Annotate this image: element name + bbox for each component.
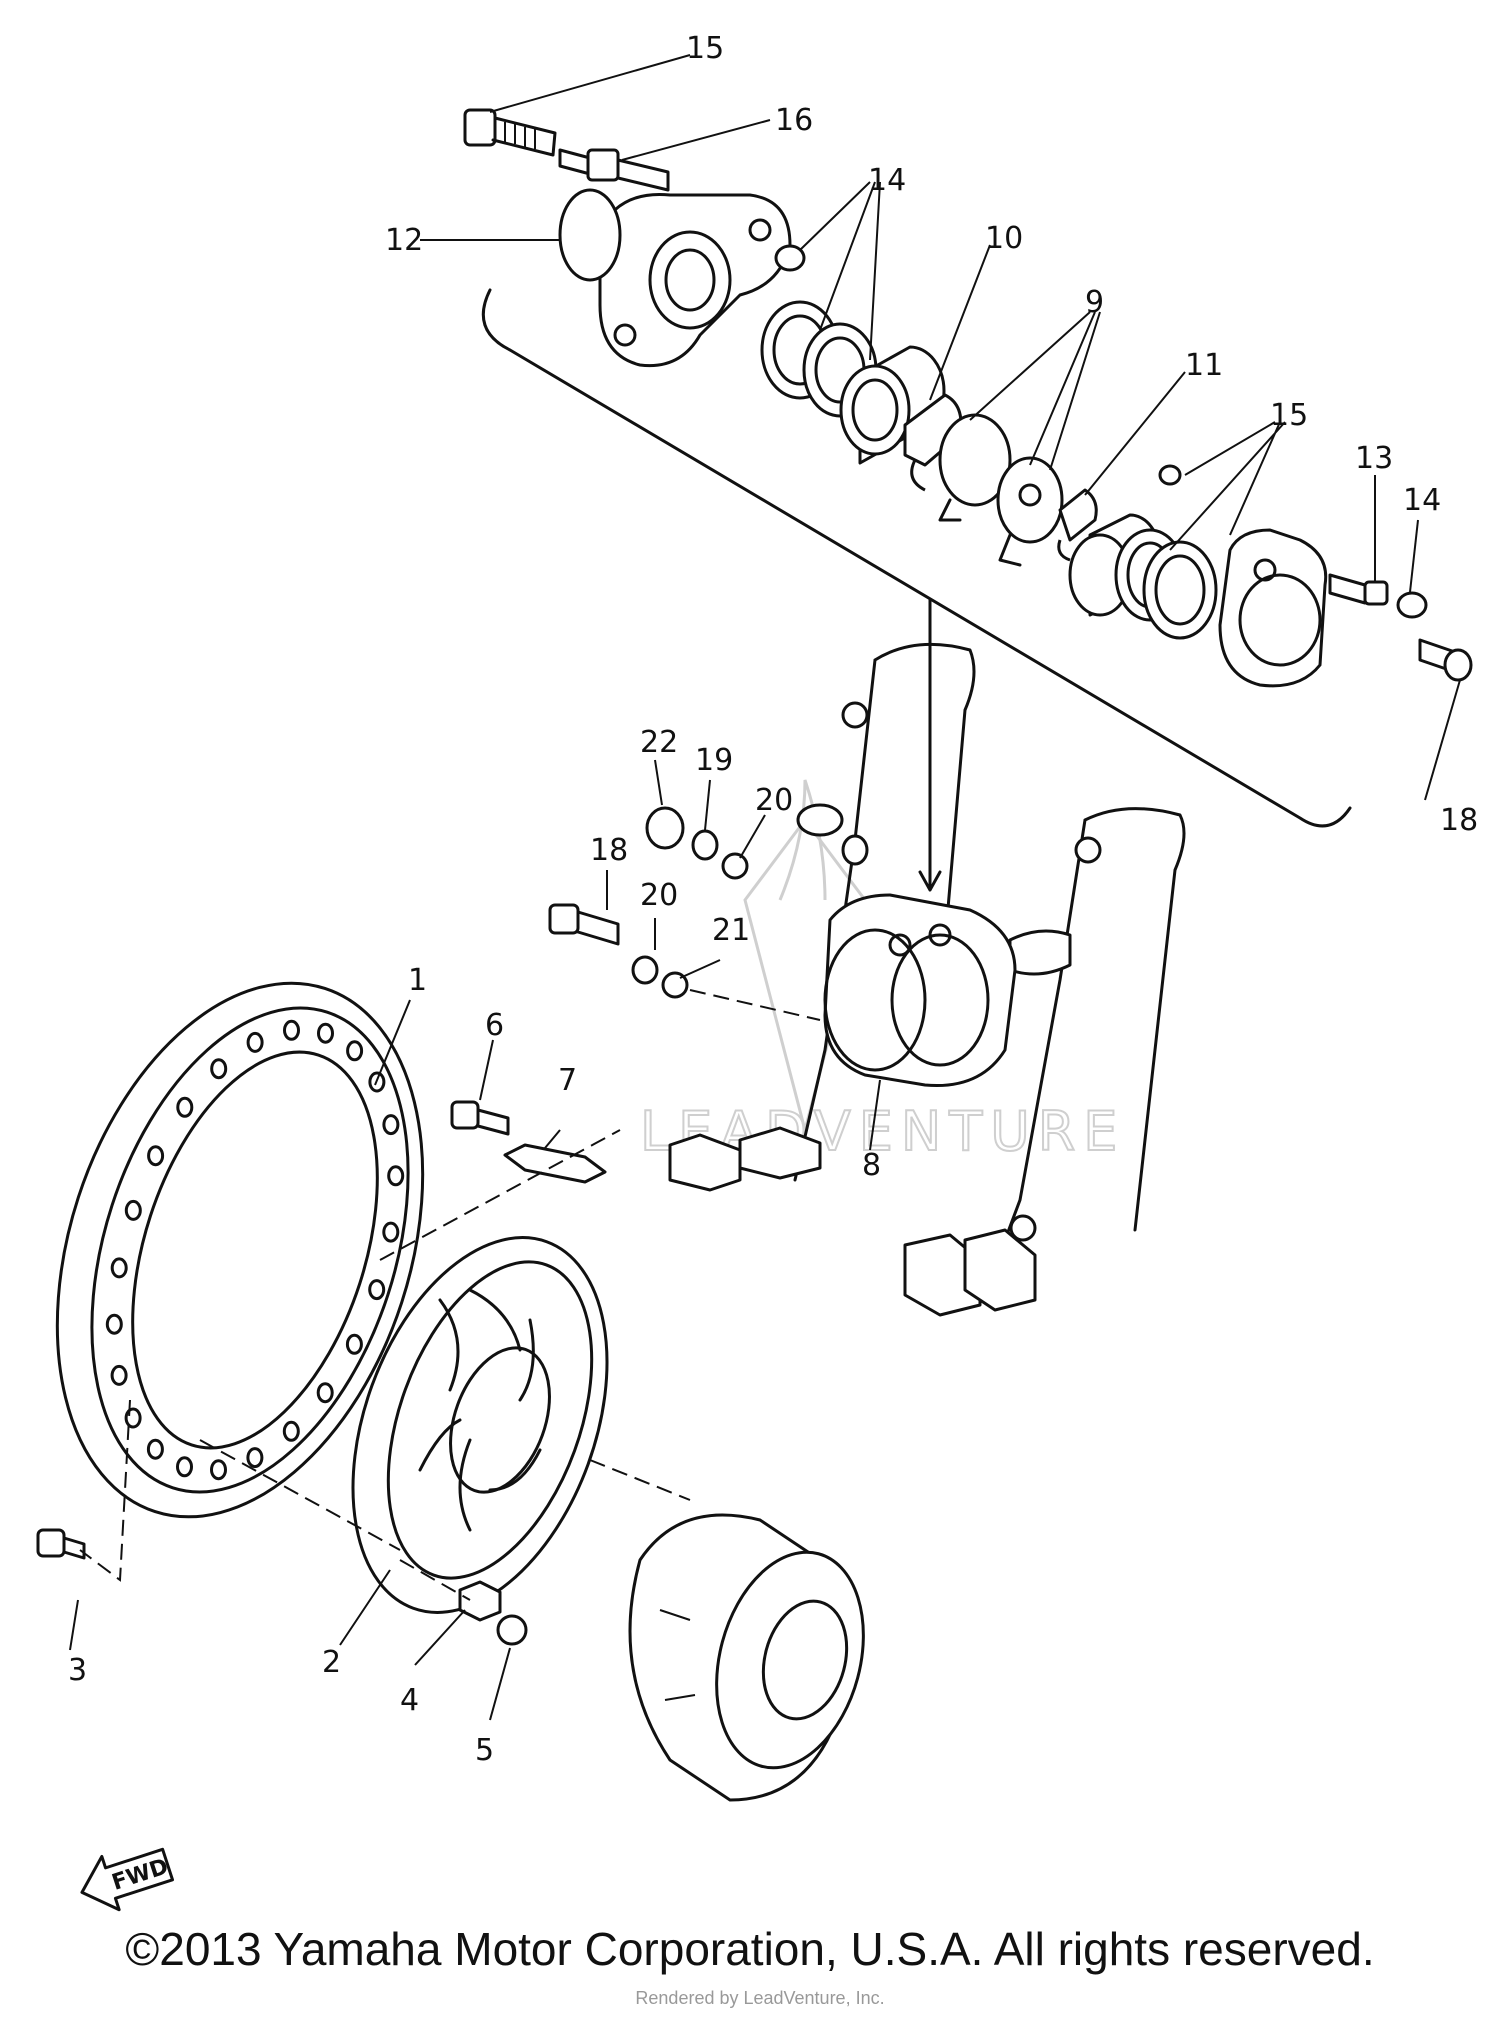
leader-lines: [69, 54, 1461, 1721]
callout-14: 14: [1403, 483, 1441, 518]
bolt-16-shape: [463, 108, 557, 157]
disc-hole: [368, 1071, 386, 1093]
callout-5: 5: [475, 1733, 494, 1768]
nut-5: [496, 1614, 528, 1646]
copyright-notice: ©2013 Yamaha Motor Corporation, U.S.A. A…: [125, 1923, 1375, 1975]
disc-hole: [110, 1364, 128, 1386]
callout-4: 4: [400, 1683, 419, 1718]
bolt-6-shape: [450, 1100, 510, 1136]
callout-22: 22: [640, 725, 678, 760]
disc-hole: [382, 1221, 400, 1243]
callout-20-lower: 20: [640, 878, 678, 913]
callout-labels: 15 16 12 14 10 9 11 15 13 14 18 22 19 20…: [68, 31, 1478, 1768]
shim-10: [903, 393, 963, 492]
disc-hole: [110, 1257, 128, 1279]
disc-carrier-2: [351, 1236, 609, 1614]
caliper-assembly-8: [823, 893, 1017, 1088]
caliper-exploded-group-outline: [481, 288, 1352, 828]
washer-shape: [774, 244, 806, 272]
caliper-bracket: [598, 192, 792, 368]
disc-hole: [345, 1333, 363, 1355]
callout-10: 10: [985, 221, 1023, 256]
disc-hole: [210, 1459, 227, 1481]
washer-21-lower: [661, 971, 689, 999]
disc-hole: [382, 1114, 400, 1136]
disc-hole: [176, 1456, 193, 1478]
washer-20-lower: [631, 955, 659, 985]
lock-plate-7: [503, 1143, 607, 1184]
bolt-18-shape: [1418, 638, 1473, 682]
disc-hole: [105, 1313, 123, 1335]
callout-19: 18: [590, 833, 628, 868]
assembly-arrow: [918, 598, 942, 892]
disc-hole: [124, 1407, 142, 1429]
callout-8: 8: [862, 1148, 881, 1183]
wheel-hub: [628, 1513, 865, 1802]
callout-13: 13: [1355, 441, 1393, 476]
bleeder-13: [1328, 573, 1389, 606]
disc-hole: [346, 1040, 364, 1062]
assembly-dashed-lines: [79, 1129, 691, 1601]
washer-21-upper: [721, 852, 749, 880]
lock-washer-4: [458, 1580, 502, 1622]
mount-line: [689, 989, 821, 1021]
callout-17: 16: [775, 103, 813, 138]
disc-hole: [368, 1279, 386, 1301]
disc-hole: [283, 1019, 300, 1041]
disc-hole-ring: [105, 1019, 405, 1481]
brake-pads-9: [938, 413, 1064, 567]
disc-hole: [317, 1022, 334, 1044]
shim-11: [1057, 488, 1098, 562]
disc-hole: [316, 1382, 334, 1404]
cap-14: [1396, 591, 1428, 619]
callout-3: 3: [68, 1653, 87, 1688]
callout-2: 2: [322, 1645, 341, 1680]
callout-16: 15: [686, 31, 724, 66]
fwd-arrow: FWD: [80, 1847, 174, 1912]
disc-hole: [147, 1145, 165, 1167]
disc-hole: [176, 1096, 194, 1118]
callout-7: 7: [558, 1063, 577, 1098]
disc-hole: [210, 1058, 228, 1080]
callout-20-upper: 19: [695, 743, 733, 778]
callout-15-lower: 15: [1270, 398, 1308, 433]
callout-6: 6: [485, 1008, 504, 1043]
brake-disc-1: [55, 981, 425, 1519]
bolt-3-shape: [36, 1528, 86, 1560]
callout-12: 12: [385, 223, 423, 258]
disc-hole: [387, 1165, 405, 1187]
disc-hole: [246, 1447, 264, 1469]
callout-15-upper: 14: [868, 163, 906, 198]
caliper-cap: [558, 188, 622, 282]
bleed-screw-17-shape: [558, 148, 670, 192]
callout-18: 18: [1440, 803, 1478, 838]
bolt-19-shape: [548, 903, 620, 946]
caliper-body-right: [1218, 528, 1328, 688]
disc-hole: [282, 1420, 300, 1442]
callout-21-lower: 21: [712, 913, 750, 948]
callout-21-upper: 20: [755, 783, 793, 818]
callout-11: 11: [1185, 348, 1223, 383]
disc-hole: [246, 1031, 264, 1053]
callout-9: 9: [1085, 285, 1104, 320]
rendered-by-credit: Rendered by LeadVenture, Inc.: [635, 1988, 885, 2008]
disc-hole: [124, 1199, 142, 1221]
piston-seals-right: [1068, 464, 1218, 640]
piston-seals-left: [760, 300, 946, 465]
nut-22: [645, 806, 685, 850]
callout-1: 1: [408, 963, 427, 998]
disc-hole: [146, 1438, 164, 1460]
right-fork-leg: [903, 807, 1186, 1317]
washer-20-upper: [691, 829, 719, 861]
